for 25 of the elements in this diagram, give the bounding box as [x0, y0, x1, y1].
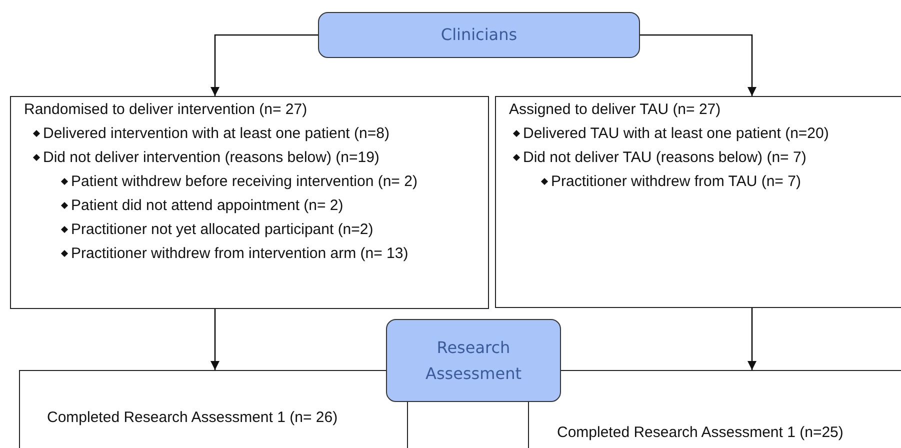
list-item: Delivered TAU with at least one patient (n=20): [523, 125, 829, 143]
result-box: [528, 370, 901, 448]
list-item: Delivered intervention with at least one patient (n=8): [43, 125, 390, 143]
arrow: [640, 34, 756, 96]
box-heading: Assigned to deliver TAU (n= 27): [509, 101, 721, 119]
list-item: Practitioner withdrew from TAU (n= 7): [551, 173, 801, 191]
group-box: [10, 96, 489, 309]
process-box: [318, 12, 640, 58]
process-box: [386, 319, 561, 402]
list-item: Did not deliver TAU (reasons below) (n= 7): [523, 149, 806, 167]
result-box: [19, 370, 408, 448]
list-item: Patient withdrew before receiving intervention (n= 2): [71, 173, 418, 191]
arrow: [210, 309, 220, 370]
list-item: Did not deliver intervention (reasons below) (n=19): [43, 149, 380, 167]
box-heading: Randomised to deliver intervention (n= 27): [24, 101, 308, 119]
list-item: Practitioner withdrew from intervention arm (n= 13): [71, 245, 408, 263]
box-heading: Completed Research Assessment 1 (n= 26): [47, 409, 338, 427]
box-heading: Completed Research Assessment 1 (n=25): [557, 424, 844, 442]
box-title: Research Assessment: [424, 336, 522, 384]
arrow: [210, 34, 318, 96]
box-title: Clinicians: [440, 24, 518, 46]
group-box: [495, 96, 901, 308]
list-item: Practitioner not yet allocated participant (n=2): [71, 221, 374, 239]
list-item: Patient did not attend appointment (n= 2): [71, 197, 344, 215]
arrow: [748, 308, 756, 370]
